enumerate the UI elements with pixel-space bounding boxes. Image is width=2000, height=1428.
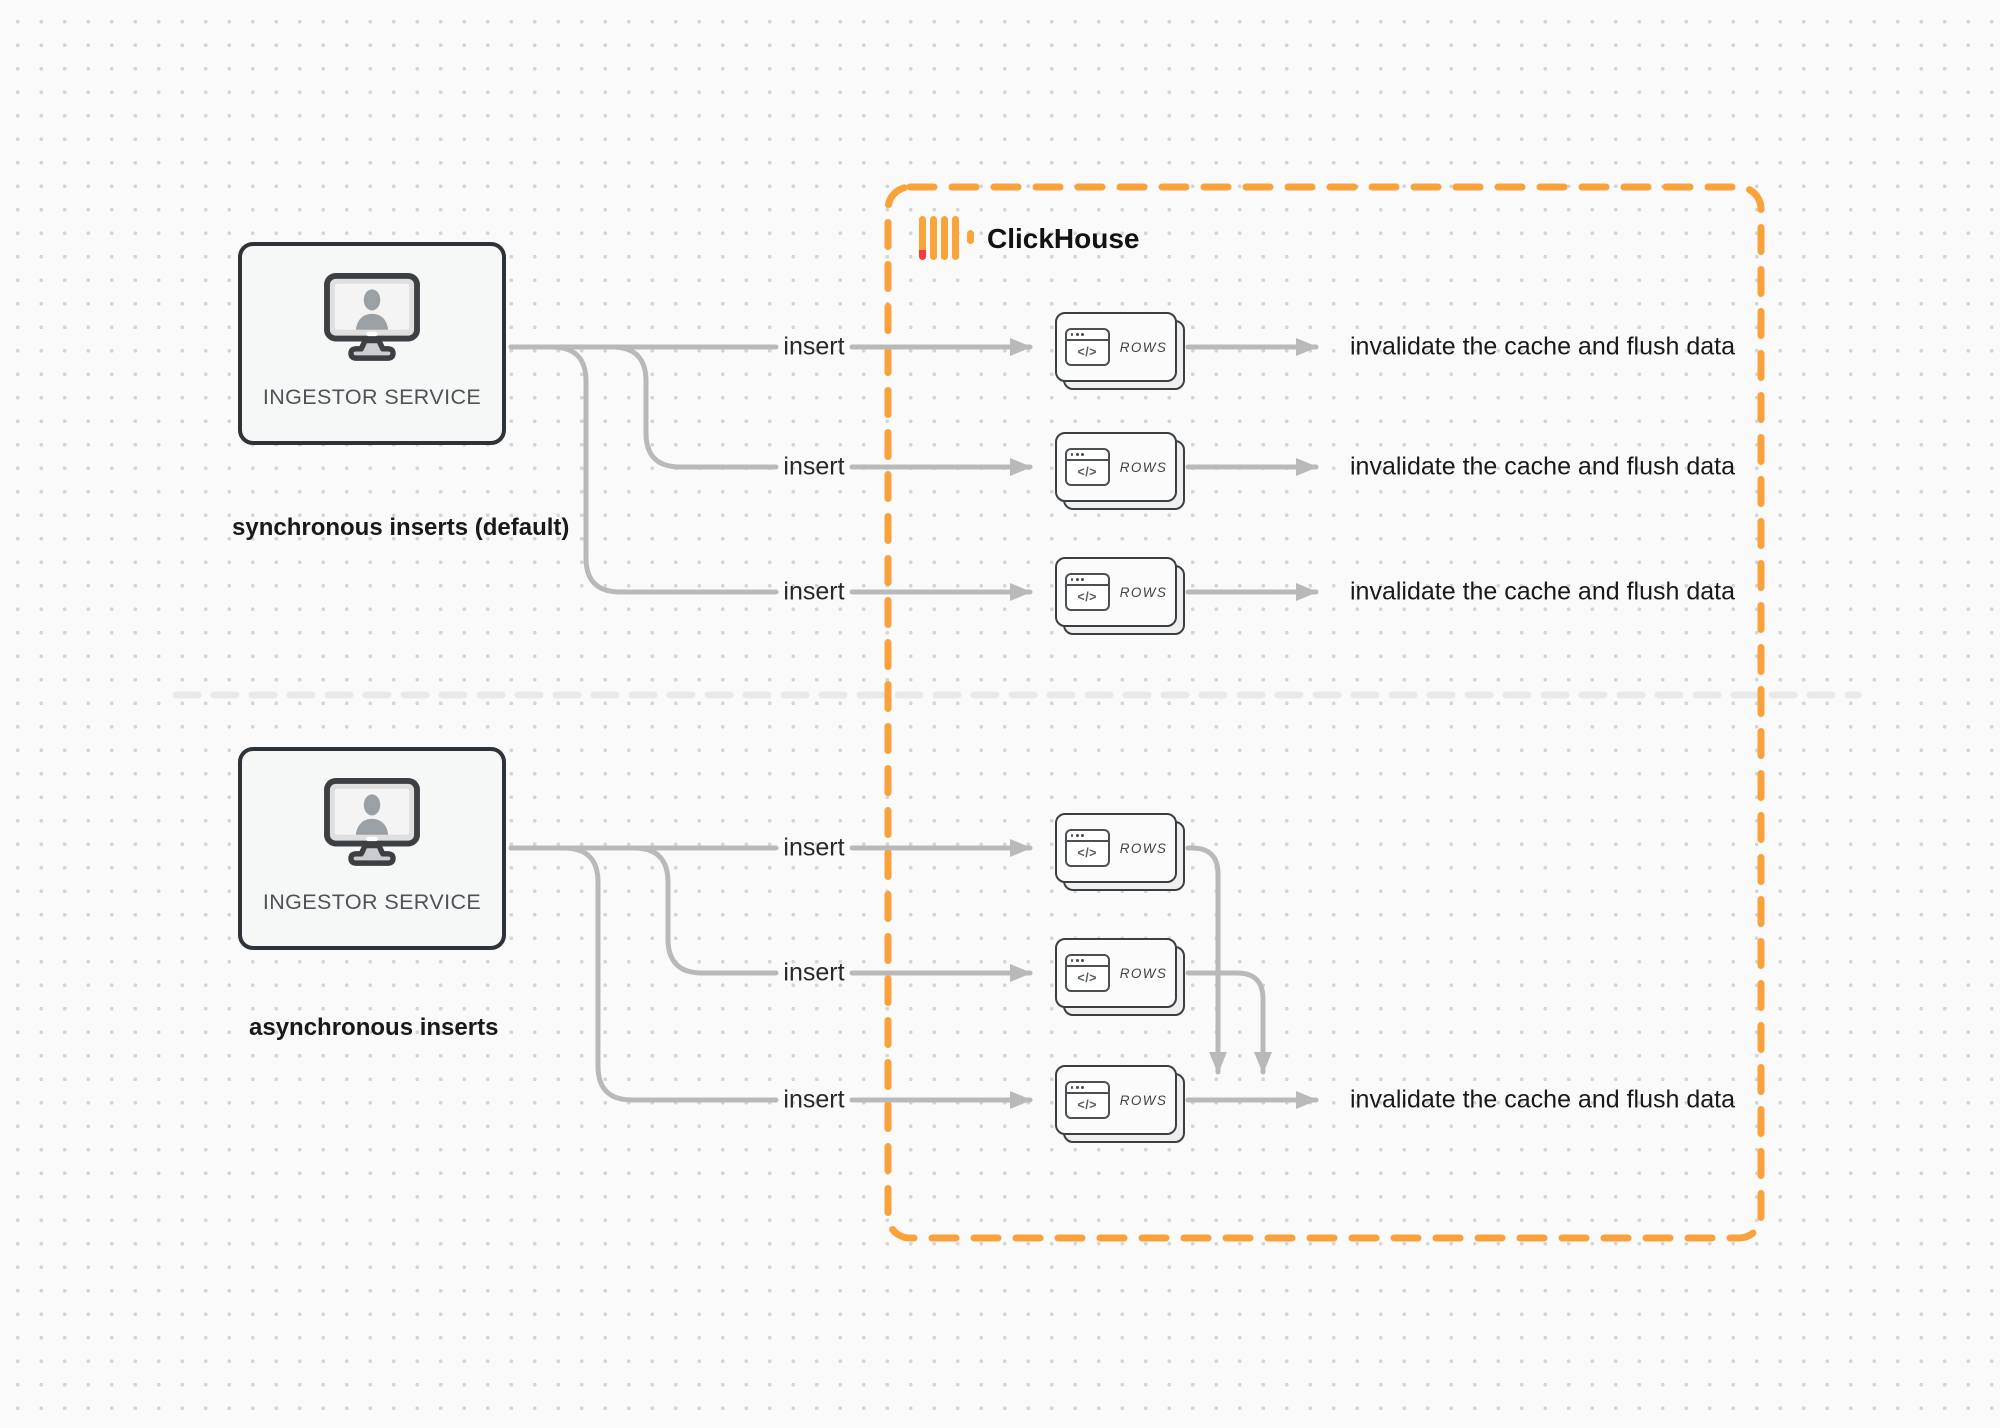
monitor-user-icon: [324, 777, 420, 866]
rows-label: ROWS: [1119, 965, 1168, 981]
async-section-label: asynchronous inserts: [249, 1014, 499, 1041]
insert-label: insert: [783, 332, 845, 361]
ingestor-service-label: INGESTOR SERVICE: [262, 890, 482, 914]
rows-label: ROWS: [1119, 459, 1168, 475]
insert-label: insert: [783, 1085, 845, 1114]
rows-card: </> ROWS: [1055, 432, 1185, 510]
ingestor-service-box-sync: INGESTOR SERVICE: [238, 242, 506, 445]
rows-label: ROWS: [1119, 840, 1168, 856]
browser-code-icon: </>: [1064, 448, 1110, 486]
logo-bar-icon: [941, 216, 948, 260]
rows-label: ROWS: [1119, 339, 1168, 355]
logo-bar-icon: [930, 216, 937, 260]
result-label: invalidate the cache and flush data: [1350, 332, 1735, 361]
ingestor-service-box-async: INGESTOR SERVICE: [238, 747, 506, 950]
result-label: invalidate the cache and flush data: [1350, 577, 1735, 606]
clickhouse-label: ClickHouse: [987, 223, 1140, 254]
result-label: invalidate the cache and flush data: [1350, 1085, 1735, 1114]
browser-code-icon: </>: [1064, 573, 1110, 611]
browser-code-icon: </>: [1064, 954, 1110, 992]
insert-label: insert: [783, 958, 845, 987]
rows-card: </> ROWS: [1055, 813, 1185, 891]
rows-card: </> ROWS: [1055, 557, 1185, 635]
monitor-user-icon: [324, 272, 420, 361]
logo-bar-icon: [919, 216, 926, 260]
ingestor-service-label: INGESTOR SERVICE: [262, 385, 482, 409]
rows-card: </> ROWS: [1055, 312, 1185, 390]
async-connectors: [508, 839, 1319, 1109]
browser-code-icon: </>: [1064, 1081, 1110, 1119]
logo-bar-icon: [967, 230, 974, 244]
sync-section-label: synchronous inserts (default): [232, 514, 570, 541]
sync-connectors: [508, 338, 1319, 601]
rows-card: </> ROWS: [1055, 1065, 1185, 1143]
logo-bar-icon: [952, 216, 959, 260]
clickhouse-boundary: [884, 183, 1765, 1242]
rows-label: ROWS: [1119, 584, 1168, 600]
rows-label: ROWS: [1119, 1092, 1168, 1108]
result-label: invalidate the cache and flush data: [1350, 452, 1735, 481]
insert-label: insert: [783, 577, 845, 606]
rows-card: </> ROWS: [1055, 938, 1185, 1016]
browser-code-icon: </>: [1064, 829, 1110, 867]
browser-code-icon: </>: [1064, 328, 1110, 366]
insert-label: insert: [783, 452, 845, 481]
insert-label: insert: [783, 833, 845, 862]
